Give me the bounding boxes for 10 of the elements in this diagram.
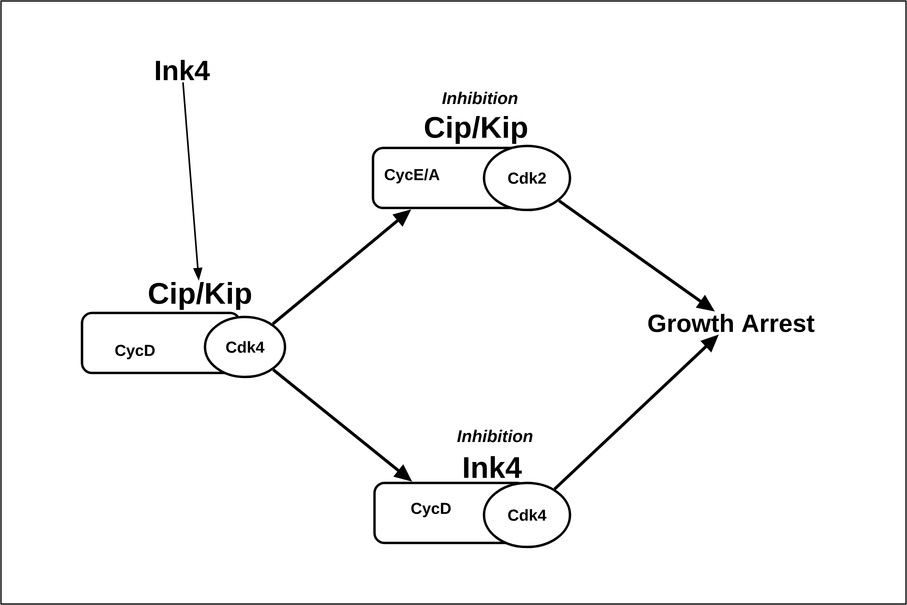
inhibition-label: Inhibition [442, 92, 518, 104]
inhibition-label: Inhibition [457, 430, 532, 442]
complex-label: Cip/Kip [148, 282, 252, 310]
protein-label: CycD [411, 502, 451, 518]
text-label: Growth Arrest [648, 314, 814, 332]
protein-label: CycD [115, 344, 155, 360]
protein-label: CycE/A [384, 168, 440, 184]
complex-label: Ink4 [464, 456, 522, 478]
complex-label: Cip/Kip [424, 116, 528, 144]
text-label: Ink4 [156, 60, 210, 80]
